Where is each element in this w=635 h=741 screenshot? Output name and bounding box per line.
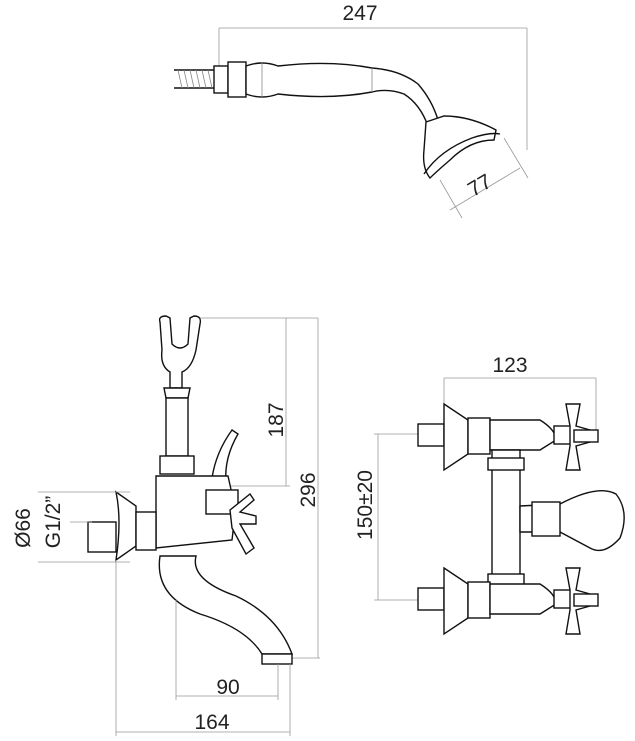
mixer-front-view: 123 150±20: [354, 354, 625, 636]
upper-valve: [417, 402, 599, 472]
holder-nut: [159, 455, 195, 475]
inlet-pipe: [87, 521, 117, 553]
shower-head: [422, 115, 497, 180]
dim-rosette-diameter: Ø66: [12, 508, 35, 548]
dim-total-projection: 164: [194, 711, 229, 734]
aerator: [261, 653, 293, 665]
dim-shower-head-diameter: 77: [464, 170, 496, 202]
shower-holder: [158, 315, 202, 389]
dim-spout-reach: 90: [216, 676, 239, 699]
lower-valve: [417, 566, 599, 636]
dim-holder-height: 187: [265, 402, 288, 437]
mixer-side-view: 187 296 Ø66 G1/2”: [12, 315, 320, 736]
dim-thread: G1/2”: [42, 496, 65, 549]
hand-shower-view: 247 77: [174, 2, 529, 219]
dim-total-height: 296: [297, 472, 320, 507]
dim-width: 123: [492, 354, 527, 377]
wall-rosette: [114, 490, 137, 562]
spout: [158, 555, 294, 655]
dim-center-distance: 150±20: [354, 470, 377, 540]
dim-shower-length: 247: [342, 2, 377, 25]
shower-handle: [245, 62, 439, 128]
cross-handle: [229, 492, 257, 556]
hose-nut: [213, 65, 229, 94]
hose-coil: [174, 69, 214, 89]
